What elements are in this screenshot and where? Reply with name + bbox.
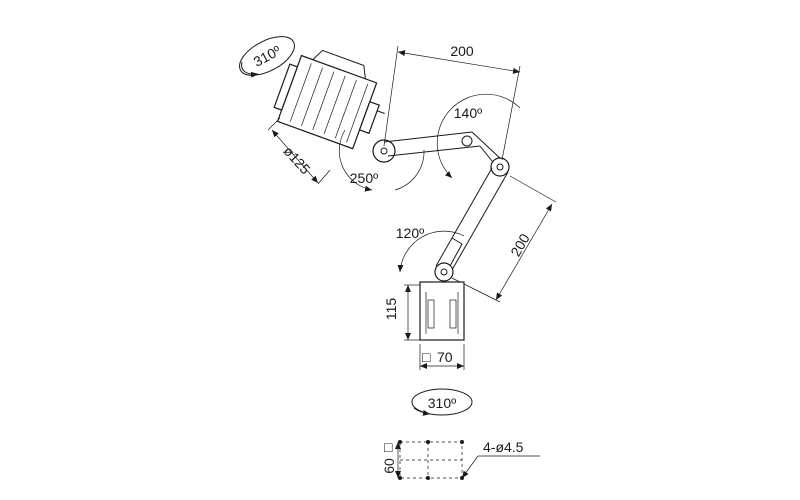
base-housing bbox=[419, 281, 465, 341]
base-block bbox=[419, 281, 465, 341]
elbow-joint bbox=[490, 157, 510, 177]
mounting-hole bbox=[398, 476, 402, 480]
lower-joint-angle-label: 120º bbox=[396, 225, 424, 241]
mounting-hole bbox=[398, 440, 402, 444]
mounting-plate: □ 60 4-ø4.5 bbox=[381, 439, 540, 480]
plate-size-symbol: □ bbox=[384, 439, 393, 455]
base-rotation-symbol: 310º bbox=[411, 388, 473, 416]
head-pivot-knob bbox=[372, 139, 396, 163]
lamp-lens bbox=[273, 63, 299, 111]
plate-size-label: 60 bbox=[381, 458, 397, 474]
lamp-handle bbox=[312, 49, 366, 79]
base-rotation-ellipse bbox=[411, 388, 473, 416]
lower-arm bbox=[434, 167, 509, 282]
lower-arm-dimension: 200 bbox=[451, 175, 557, 303]
mounting-hole bbox=[426, 440, 430, 444]
mounting-hole bbox=[426, 476, 430, 480]
lower-arm-length-label: 200 bbox=[507, 231, 533, 259]
head-pivot: 250º bbox=[338, 129, 425, 192]
head-rotation-label: 310º bbox=[251, 42, 284, 69]
mounting-hole bbox=[460, 440, 464, 444]
upper-joint-angle-label: 140º bbox=[454, 105, 482, 121]
rotation-arrow bbox=[241, 61, 259, 78]
base-height-label: 115 bbox=[383, 298, 399, 321]
base-width-dimension: □ 70 bbox=[419, 344, 465, 370]
lower-joint-angle: 120º bbox=[396, 225, 465, 273]
base-width-symbol: □ bbox=[422, 349, 431, 365]
base-width-label: 70 bbox=[437, 349, 453, 365]
head-angle-label: 250º bbox=[350, 170, 378, 186]
upper-arm bbox=[383, 131, 510, 177]
lamp-rear bbox=[358, 100, 380, 135]
base-rotation-label: 310º bbox=[428, 395, 456, 411]
upper-arm-dimension: 200 bbox=[383, 43, 521, 161]
holes-label: 4-ø4.5 bbox=[483, 439, 524, 455]
lamp-head bbox=[273, 49, 385, 150]
base-height-dimension: 115 bbox=[383, 284, 420, 341]
upper-arm-length-label: 200 bbox=[450, 43, 474, 59]
rotation-ellipse bbox=[239, 36, 295, 76]
upper-joint-angle: 140º bbox=[436, 93, 521, 179]
base-joint bbox=[434, 262, 454, 282]
